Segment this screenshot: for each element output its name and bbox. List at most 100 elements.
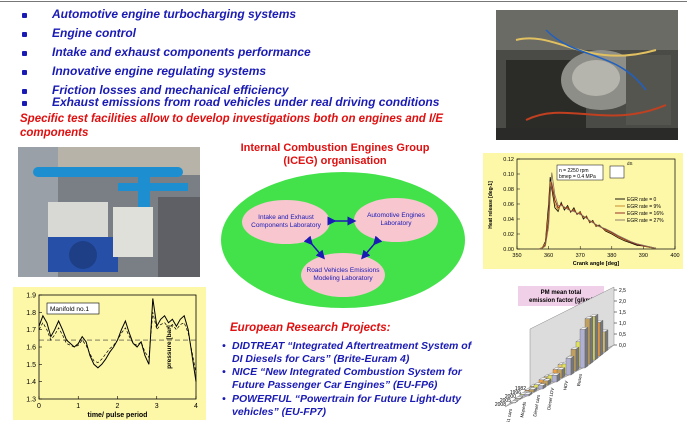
title-box <box>518 286 604 306</box>
x-tick-label: 350 <box>512 253 521 259</box>
bar-front <box>579 329 586 369</box>
bar-side <box>519 396 524 400</box>
bar-side <box>528 392 533 397</box>
series-label: 2008 <box>495 402 506 408</box>
project-nice: • NICE “New Integrated Combustion System… <box>222 366 482 391</box>
y-tick-label: 1.7 <box>26 327 36 334</box>
category-label: Buses <box>576 373 583 387</box>
annotation-box <box>556 164 604 181</box>
project-powerful: • POWERFUL “Powertrain for Future Light-… <box>222 393 482 418</box>
link-arrow <box>361 235 383 260</box>
series-label: 1996 <box>510 390 521 396</box>
chart-title: emission factor [g/km] <box>529 298 593 304</box>
topic-engine-control: Engine control <box>52 26 136 40</box>
bar-front <box>551 375 558 383</box>
inset-label: dS <box>627 161 633 166</box>
topic-turbocharging: Automotive engine turbocharging systems <box>52 7 297 21</box>
y-tick-label: 1.5 <box>26 362 36 369</box>
topic-friction-losses: Friction losses and mechanical efficienc… <box>52 83 289 97</box>
link-arrow <box>303 235 325 260</box>
legend-label: EGR rate = 0 <box>627 197 657 203</box>
project-powerful-text: POWERFUL “Powertrain for Future Light-du… <box>232 393 462 418</box>
y-tick-label: 1.9 <box>26 293 36 300</box>
annotation-box <box>46 302 100 315</box>
z-tick-label: 0,0 <box>619 343 626 349</box>
category-label: Diesel LDV <box>546 387 555 410</box>
project-nice-text: NICE “New Integrated Combustion System f… <box>232 366 462 391</box>
project-bullet: • <box>222 393 226 405</box>
intro-statement: Specific test facilities allow to develo… <box>20 113 444 139</box>
bullet-marker <box>22 70 27 75</box>
x-tick-label: 3 <box>155 403 159 410</box>
series-label: 2000 <box>505 394 516 400</box>
annotation-text: Manifold no.1 <box>50 306 89 313</box>
z-tick-label: 1,5 <box>619 310 626 316</box>
bar-side <box>604 329 609 353</box>
inset-icon <box>609 165 625 179</box>
org-diagram: Intake and Exhaust Components Laboratory… <box>218 170 468 310</box>
x-tick-label: 360 <box>544 253 553 259</box>
y-tick-label: 0.10 <box>503 172 514 178</box>
x-axis-label: Crank angle [deg] <box>573 261 620 267</box>
category-label: Mopeds <box>519 401 527 418</box>
project-bullet: • <box>222 340 226 352</box>
engine-photo <box>496 10 678 140</box>
x-tick-label: 390 <box>639 253 648 259</box>
topic-regulating-systems: Innovative engine regulating systems <box>52 64 267 78</box>
topic-exhaust-emissions: Exhaust emissions from road vehicles und… <box>52 95 440 109</box>
bullet-marker <box>22 89 27 94</box>
category-label: S1 cars <box>505 408 513 422</box>
y-tick-label: 1.3 <box>26 397 36 404</box>
x-tick-label: 4 <box>194 403 198 410</box>
bar-side <box>589 316 594 365</box>
annotation-text: bmep = 0.4 MPa <box>559 174 596 180</box>
y-axis-label: Heat release [deg-1] <box>488 181 494 229</box>
x-tick-label: 370 <box>576 253 585 259</box>
series-label: 2005 <box>500 398 511 404</box>
project-bullet: • <box>222 366 226 378</box>
bar-side <box>575 346 580 372</box>
bar-side <box>584 327 589 369</box>
bullet-marker <box>22 32 27 37</box>
series-label: 1982 <box>515 386 526 392</box>
x-tick-label: 1 <box>76 403 80 410</box>
bullet-marker <box>22 101 27 106</box>
x-tick-label: 2 <box>116 403 120 410</box>
bar-side <box>594 314 599 361</box>
annotation-text: n = 2250 rpm <box>559 168 589 174</box>
lab-engines-label: Automotive Engines Laboratory <box>367 212 425 227</box>
series-line <box>539 172 657 250</box>
series-line-dashed <box>38 312 197 374</box>
bar-front <box>523 394 530 397</box>
lab-emissions-node <box>301 253 385 297</box>
bar-front <box>565 358 572 376</box>
y-tick-label: 0.06 <box>503 202 514 208</box>
x-axis-label: time/ pulse period <box>88 412 148 419</box>
eu-projects-title: European Research Projects: <box>230 322 391 334</box>
y-tick-label: 1.6 <box>26 345 36 352</box>
bar-side <box>533 387 538 393</box>
test-bench-photo <box>18 147 200 277</box>
y-tick-label: 1.4 <box>26 379 36 386</box>
y-tick-label: 0.00 <box>503 247 514 253</box>
z-tick-label: 1,0 <box>619 321 626 327</box>
y-tick-label: 1.8 <box>26 310 36 317</box>
lab-intake-node <box>242 200 330 244</box>
bar-side <box>599 320 604 357</box>
z-tick-label: 2,0 <box>619 299 626 305</box>
chart-title: PM mean total <box>541 290 582 296</box>
project-didtreat: • DIDTREAT “Integrated Aftertreatment Sy… <box>222 340 482 365</box>
x-tick-label: 380 <box>607 253 616 259</box>
bar-side <box>570 355 575 376</box>
topic-intake-exhaust: Intake and exhaust components performanc… <box>52 45 311 59</box>
y-axis-label: pressure [bar] <box>166 325 173 369</box>
top-divider <box>0 1 687 2</box>
y-tick-label: 0.08 <box>503 187 514 193</box>
bar-front <box>537 385 544 390</box>
y-tick-label: 0.04 <box>503 217 514 223</box>
